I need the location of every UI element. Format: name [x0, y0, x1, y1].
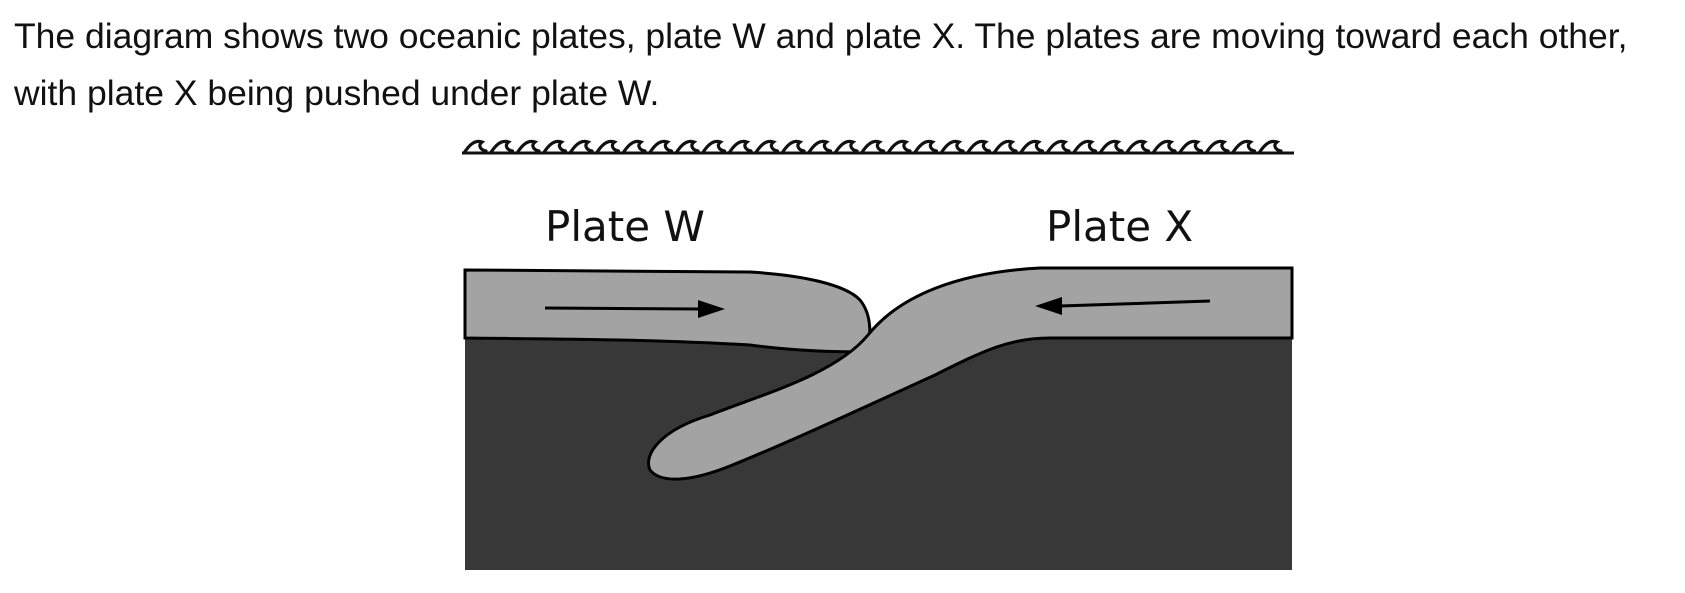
- plate-x-arrow: [1035, 297, 1211, 315]
- plate-w-arrow: [544, 300, 725, 318]
- wave-crests: [462, 139, 1283, 155]
- plate-w-label: Plate W: [545, 202, 705, 251]
- plate-x-body: [647, 266, 1294, 481]
- plate-x-label: Plate X: [1046, 202, 1193, 251]
- question-text: The diagram shows two oceanic plates, pl…: [14, 16, 1628, 113]
- plate-w-body: [463, 268, 872, 354]
